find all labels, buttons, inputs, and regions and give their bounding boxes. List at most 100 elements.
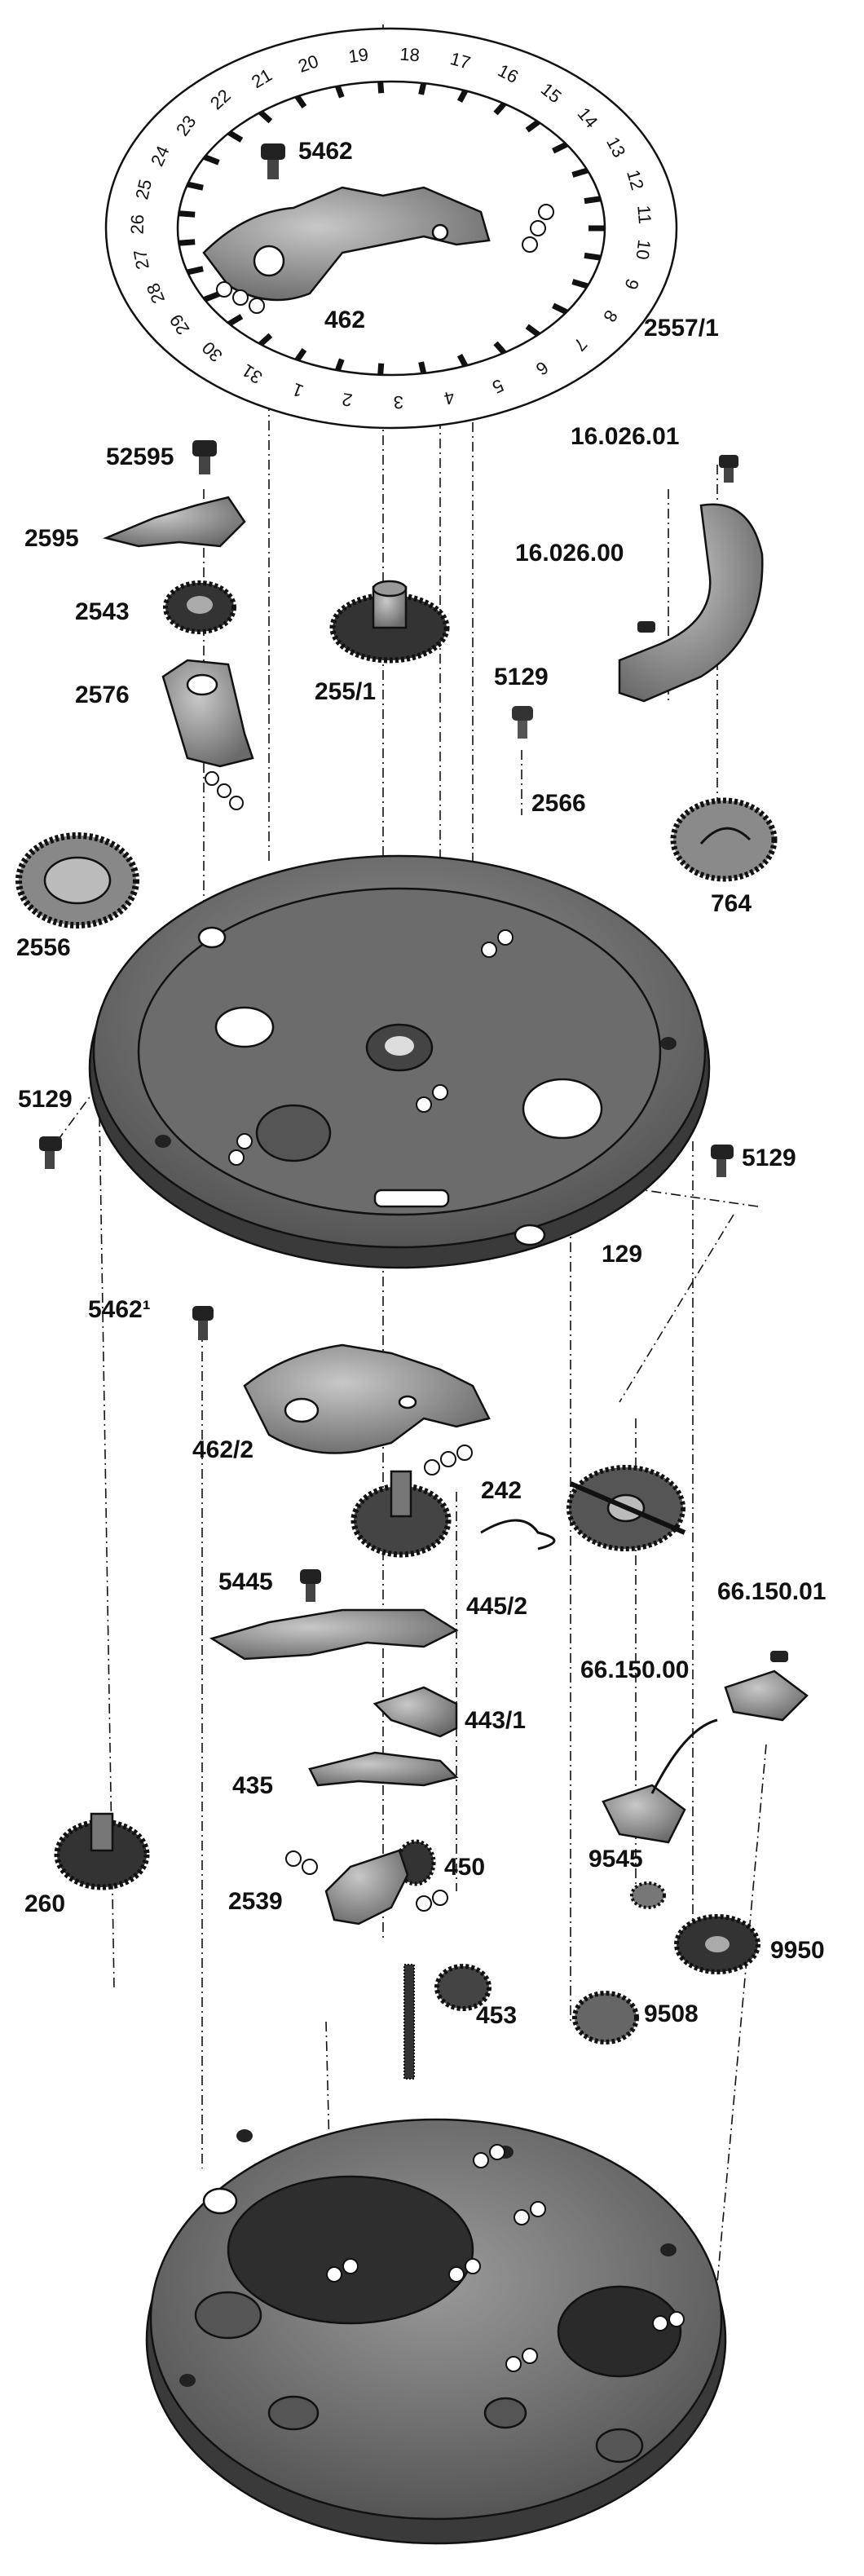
date-ring-tooth <box>335 85 345 99</box>
label-462: 462 <box>324 307 365 333</box>
label-255-1: 255/1 <box>315 678 376 705</box>
date-ring-tooth <box>493 341 507 355</box>
label-2595: 2595 <box>24 525 79 552</box>
screw-66-150-01 <box>770 1651 788 1662</box>
label-445-2: 445/2 <box>466 1593 527 1620</box>
date-ring-tooth <box>456 354 469 368</box>
wheel-764 <box>670 797 778 882</box>
date-ring-tooth <box>552 302 568 315</box>
wheel-2556 <box>15 832 139 929</box>
label-5462: 5462 <box>298 138 353 165</box>
setting-lever-445-2 <box>209 1608 459 1661</box>
date-number: 3 <box>393 392 403 412</box>
label-2557-1: 2557/1 <box>644 315 719 342</box>
label-5445: 5445 <box>218 1568 273 1595</box>
wheel-9950 <box>674 1914 760 1974</box>
date-ring-tooth <box>552 142 568 154</box>
hour-wheel-255-1 <box>329 580 450 664</box>
label-66-150-01: 66.150.01 <box>717 1578 826 1605</box>
date-ring-tooth <box>227 314 244 327</box>
date-ring-tooth <box>203 291 220 302</box>
date-ring-tooth <box>584 196 602 205</box>
winding-stem <box>403 1964 415 2080</box>
date-ring-tooth <box>203 154 220 165</box>
main-plate <box>145 2118 727 2545</box>
date-plate-129 <box>88 854 711 1269</box>
label-462-2: 462/2 <box>192 1436 253 1463</box>
label-66-150-00: 66.150.00 <box>580 1656 689 1683</box>
date-number: 19 <box>347 44 370 67</box>
date-jumper-462 <box>202 186 491 302</box>
date-ring-tooth <box>525 119 540 133</box>
screw-16-026-01 <box>637 455 738 633</box>
screw-5129-left <box>39 1136 62 1169</box>
screw-5462 <box>261 143 285 179</box>
screw-5129-right <box>711 1145 734 1177</box>
label-435: 435 <box>232 1772 273 1799</box>
date-ring-tooth <box>493 101 507 116</box>
label-450: 450 <box>444 1854 485 1881</box>
label-16-026-01: 16.026.01 <box>571 423 679 450</box>
label-52595: 52595 <box>106 443 174 470</box>
date-number: 26 <box>127 214 148 235</box>
date-ring-teeth <box>179 81 605 376</box>
date-number: 2 <box>341 389 354 411</box>
date-ring-tooth <box>525 324 540 337</box>
date-ring-tooth <box>258 110 273 124</box>
date-number: 18 <box>399 44 421 66</box>
wheel-9508 <box>572 1991 639 2044</box>
date-ring-tooth <box>571 167 588 178</box>
date-number: 27 <box>130 248 153 271</box>
date-ring-tooth <box>227 130 244 143</box>
date-ring-tooth <box>418 361 427 374</box>
wheel-9545 <box>630 1881 666 1909</box>
wheel-260 <box>54 1812 150 1890</box>
date-number: 11 <box>633 205 655 225</box>
screw-5462-1 <box>192 1306 214 1340</box>
date-ring-tooth <box>335 358 345 372</box>
lever-435 <box>308 1751 459 1787</box>
label-2556: 2556 <box>16 934 71 961</box>
screw-52595 <box>192 440 217 474</box>
plate-16-026-00 <box>618 503 764 703</box>
part-labels: 5462 462 2557/1 52595 2595 16.026.01 16.… <box>16 138 826 2029</box>
label-764: 764 <box>711 890 752 917</box>
label-5129-left: 5129 <box>18 1086 73 1113</box>
screw-5445 <box>300 1569 321 1602</box>
label-453: 453 <box>476 2002 517 2029</box>
label-5129-top: 5129 <box>494 664 549 690</box>
date-number: 10 <box>632 239 655 261</box>
date-ring-tooth <box>187 181 204 191</box>
date-number: 4 <box>443 386 457 408</box>
label-16-026-00: 16.026.00 <box>515 540 624 567</box>
label-129: 129 <box>602 1241 642 1268</box>
label-2566: 2566 <box>531 790 586 817</box>
part-66-150-00 <box>602 1670 809 1844</box>
label-260: 260 <box>24 1890 65 1917</box>
label-443-1: 443/1 <box>465 1707 526 1734</box>
label-9950: 9950 <box>770 1937 825 1964</box>
date-number: 25 <box>131 178 156 201</box>
wheel-2543 <box>163 580 236 634</box>
date-ring-tooth <box>294 95 307 109</box>
label-5129-right: 5129 <box>742 1145 796 1171</box>
label-5462-1: 5462¹ <box>88 1296 151 1323</box>
date-ring-tooth <box>571 279 588 289</box>
guide-beads <box>216 204 554 314</box>
jumper-462-2 <box>243 1343 491 1454</box>
date-ring-tooth <box>187 266 204 276</box>
label-9508: 9508 <box>644 2000 699 2027</box>
yoke-443-1 <box>372 1686 458 1738</box>
date-ring-tooth <box>584 252 602 261</box>
bridge-2576 <box>161 659 254 810</box>
label-2576: 2576 <box>75 681 130 708</box>
label-9545: 9545 <box>588 1846 643 1872</box>
date-ring-tooth <box>258 333 273 346</box>
screw-5129-top <box>512 706 533 739</box>
label-242: 242 <box>481 1477 522 1504</box>
wheel-453 <box>434 1964 492 2011</box>
label-2539: 2539 <box>228 1888 283 1915</box>
date-ring-tooth <box>456 89 469 103</box>
